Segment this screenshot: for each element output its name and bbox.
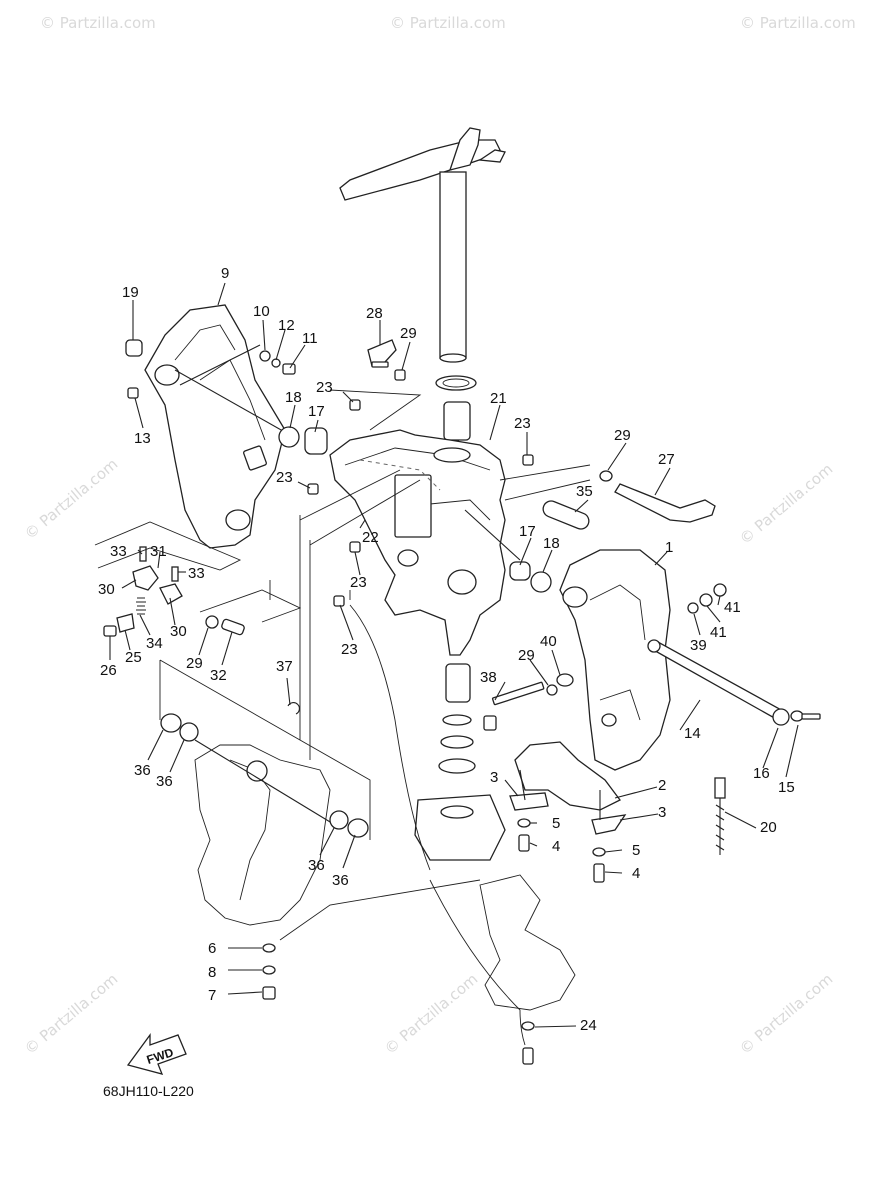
callout: 17: [308, 403, 325, 420]
watermark: © Partzilla.com: [736, 460, 836, 548]
lower-left-fasteners: [262, 943, 276, 1000]
callout: 24: [580, 1017, 597, 1034]
watermark: © Partzilla.com: [40, 14, 156, 32]
group-frames: [94, 389, 591, 1046]
callout: 33: [110, 543, 127, 560]
leader-lines: [109, 282, 799, 1028]
callout: 37: [276, 658, 293, 675]
callout: 36: [134, 762, 151, 779]
callout: 9: [221, 265, 229, 282]
drawing-code: 68JH110-L220: [103, 1083, 194, 1099]
callout: 32: [210, 667, 227, 684]
callout: 22: [362, 529, 379, 546]
cable-tie: [714, 777, 726, 855]
callout: 29: [186, 655, 203, 672]
callout: 39: [690, 637, 707, 654]
callout: 23: [276, 469, 293, 486]
callout: 23: [514, 415, 531, 432]
callout: 19: [122, 284, 139, 301]
callout-labels: 1 2 3 3 4 4 5 5 6 7 8 9 10 11 12 13 14 1…: [98, 265, 795, 1034]
callout: 17: [519, 523, 536, 540]
callout: 36: [156, 773, 173, 790]
callout: 4: [552, 838, 560, 855]
callout: 5: [552, 815, 560, 832]
callout: 36: [332, 872, 349, 889]
callout: 25: [125, 649, 142, 666]
callout: 27: [658, 451, 675, 468]
callout: 4: [632, 865, 640, 882]
callout: 10: [253, 303, 270, 320]
callout: 11: [302, 330, 318, 347]
bolts-and-washers-right: [517, 818, 606, 883]
callout: 34: [146, 635, 163, 652]
callout: 18: [543, 535, 560, 552]
callout: 40: [540, 633, 557, 650]
callout: 13: [134, 430, 151, 447]
callout: 28: [366, 305, 383, 322]
callout: 41: [710, 624, 727, 641]
callout: 23: [316, 379, 333, 396]
callout: 16: [753, 765, 770, 782]
callout: 1: [665, 539, 673, 556]
callout: 23: [341, 641, 358, 658]
callout: 35: [576, 483, 593, 500]
callout: 29: [614, 427, 631, 444]
callout: 30: [170, 623, 187, 640]
callout: 6: [208, 940, 216, 957]
watermark: © Partzilla.com: [740, 14, 856, 32]
callout: 3: [490, 769, 498, 786]
lower-mount-housing: [194, 739, 341, 926]
callout: 5: [632, 842, 640, 859]
callout: 41: [724, 599, 741, 616]
callout: 29: [518, 647, 535, 664]
watermark: © Partzilla.com: [390, 14, 506, 32]
callout: 14: [684, 725, 701, 742]
left-small-parts: [103, 546, 183, 637]
callout: 7: [208, 987, 216, 1004]
callout: 12: [278, 317, 295, 334]
callout: 2: [658, 777, 666, 794]
callout: 26: [100, 662, 117, 679]
left-clamp-bracket: [144, 304, 291, 549]
swivel-bracket: [329, 429, 506, 656]
callout: 3: [658, 804, 666, 821]
watermark: © Partzilla.com: [21, 455, 121, 543]
pin-35-assembly: [464, 500, 590, 593]
callout: 33: [188, 565, 205, 582]
stopper-bracket: [509, 741, 627, 835]
watermark: © Partzilla.com: [381, 970, 481, 1058]
tilt-tube: [647, 639, 821, 726]
callout: 8: [208, 964, 216, 981]
callout: 31: [150, 543, 167, 560]
lower-bracket: [479, 874, 576, 1065]
upper-small-parts: [125, 339, 727, 715]
steering-arm: [339, 127, 506, 363]
callout: 38: [480, 669, 497, 686]
watermark: © Partzilla.com: [21, 970, 121, 1058]
fwd-arrow-icon: FWD: [126, 1033, 187, 1075]
callout: 20: [760, 819, 777, 836]
lever-27: [599, 470, 716, 523]
right-clamp-bracket: [559, 549, 671, 771]
bolt-38-assembly: [483, 673, 574, 731]
bushings-36: [160, 713, 369, 838]
callout: 30: [98, 581, 115, 598]
watermark: © Partzilla.com: [736, 970, 836, 1058]
callout: 15: [778, 779, 795, 796]
callout: 29: [400, 325, 417, 342]
callout: 18: [285, 389, 302, 406]
callout: 23: [350, 574, 367, 591]
callout: 21: [490, 390, 507, 407]
callout: 36: [308, 857, 325, 874]
